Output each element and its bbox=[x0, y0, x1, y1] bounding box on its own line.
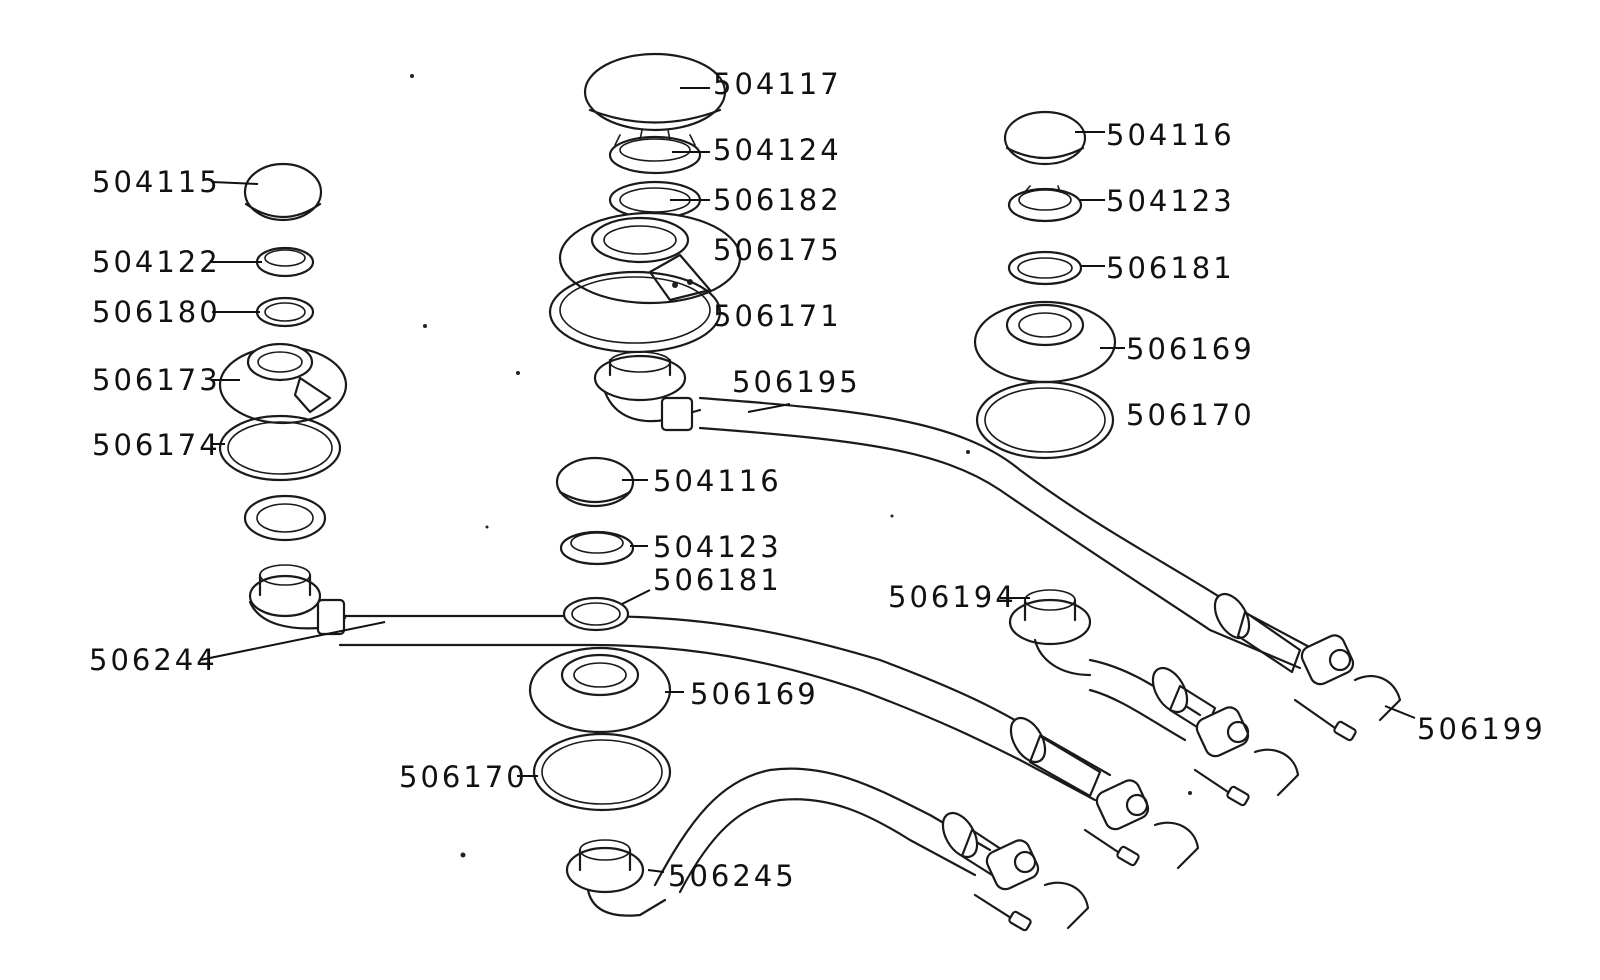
valve-fitting-3 bbox=[1083, 779, 1200, 870]
burner-body-506169-center bbox=[528, 646, 672, 734]
part-label-504115: 504115 bbox=[92, 165, 221, 199]
part-label-506171: 506171 bbox=[713, 299, 842, 333]
flame-spreader-504122 bbox=[255, 246, 315, 278]
burner-cap-504117 bbox=[583, 52, 727, 132]
part-label-506180: 506180 bbox=[92, 295, 221, 329]
speck-marks bbox=[410, 74, 1192, 858]
leader-lines bbox=[199, 87, 1416, 873]
ring-506181-center bbox=[562, 596, 630, 632]
ring-506180 bbox=[255, 296, 315, 328]
seal-ring-506170-center bbox=[532, 732, 672, 812]
ring-left-lower bbox=[243, 494, 327, 542]
gas-tube-506244 bbox=[338, 614, 1112, 802]
valve-fitting-2 bbox=[1193, 706, 1300, 807]
gas-tube-506194 bbox=[1088, 658, 1217, 742]
part-label-506169-right: 506169 bbox=[1126, 332, 1255, 366]
valve-fitting-4 bbox=[973, 839, 1090, 932]
part-label-504123-right: 504123 bbox=[1106, 184, 1235, 218]
part-label-504116-right: 504116 bbox=[1106, 118, 1235, 152]
part-label-506170-right: 506170 bbox=[1126, 398, 1255, 432]
part-label-506169-center: 506169 bbox=[690, 677, 819, 711]
part-label-506244: 506244 bbox=[89, 643, 218, 677]
part-label-506194: 506194 bbox=[888, 580, 1017, 614]
part-label-506175: 506175 bbox=[713, 233, 842, 267]
burner-body-506175 bbox=[558, 211, 742, 305]
burner-cap-504116-right bbox=[1003, 110, 1087, 166]
injector-cup-top bbox=[593, 351, 702, 432]
part-label-506173: 506173 bbox=[92, 363, 221, 397]
injector-cup-center bbox=[565, 839, 667, 917]
seal-ring-506170-right bbox=[975, 380, 1115, 460]
injector-cup-506194 bbox=[1008, 589, 1092, 677]
part-label-506170-center: 506170 bbox=[399, 760, 528, 794]
burner-body-506173 bbox=[218, 342, 348, 425]
part-label-506181-center: 506181 bbox=[653, 563, 782, 597]
part-labels: 504117 504124 506182 506175 506171 50619… bbox=[89, 67, 1546, 893]
part-label-504116-center: 504116 bbox=[653, 464, 782, 498]
gas-tube-506195 bbox=[698, 396, 1317, 674]
part-label-504124: 504124 bbox=[713, 133, 842, 167]
burner-body-506169-right bbox=[973, 300, 1117, 384]
valve-fitting-1 bbox=[1293, 634, 1402, 742]
flame-spreader-504123-right bbox=[1007, 185, 1083, 223]
ring-506181-right bbox=[1007, 250, 1083, 286]
part-label-506174: 506174 bbox=[92, 428, 221, 462]
flame-spreader-504124 bbox=[608, 129, 702, 175]
part-label-506245: 506245 bbox=[668, 859, 797, 893]
gas-tube-506245 bbox=[653, 767, 1012, 894]
flame-spreader-504123-center bbox=[559, 530, 635, 566]
part-label-504122: 504122 bbox=[92, 245, 221, 279]
part-label-504117: 504117 bbox=[713, 67, 842, 101]
seal-ring-506174 bbox=[218, 414, 342, 482]
part-label-504123-center: 504123 bbox=[653, 530, 782, 564]
burner-cap-504115 bbox=[243, 162, 323, 222]
part-label-506182: 506182 bbox=[713, 183, 842, 217]
burner-cap-504116-center bbox=[555, 456, 635, 508]
part-label-506199: 506199 bbox=[1417, 712, 1546, 746]
part-label-506181-right: 506181 bbox=[1106, 251, 1235, 285]
injector-cup-left bbox=[248, 564, 347, 636]
part-label-506195: 506195 bbox=[732, 365, 861, 399]
